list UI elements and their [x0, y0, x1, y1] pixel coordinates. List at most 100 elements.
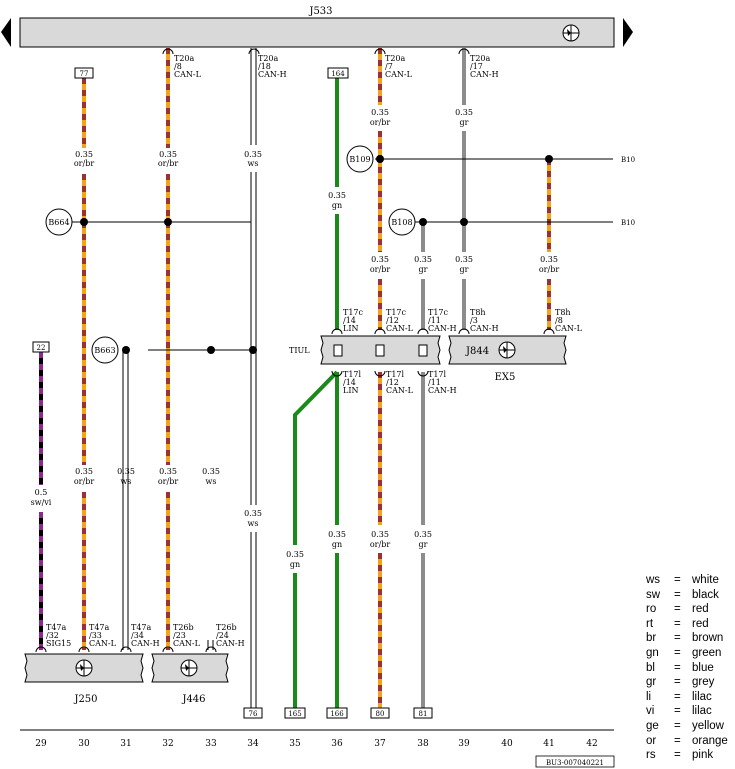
svg-text:38: 38 [417, 739, 429, 749]
svg-text:LIN: LIN [343, 324, 358, 333]
legend-row: ws=white [646, 574, 719, 586]
legend-row: ro=red [646, 603, 709, 616]
splice-ref-b10-upper: B10 [621, 156, 635, 164]
terminal-boxes: 77 164 22 76 165 166 80 81 [32, 67, 433, 719]
svg-text:/7: /7 [385, 62, 393, 71]
svg-text:0.5: 0.5 [35, 488, 48, 497]
junction-dots [80, 155, 553, 354]
svg-text:T17l: T17l [386, 370, 405, 379]
svg-text:T47a: T47a [131, 623, 152, 632]
connector-t26b-23: T26b /23 CAN-L [173, 623, 201, 648]
svg-text:41: 41 [543, 739, 554, 749]
svg-text:or/br: or/br [74, 477, 94, 486]
svg-text:40: 40 [501, 739, 513, 749]
terminal-164[interactable]: 164 [327, 67, 349, 79]
svg-text:34: 34 [247, 739, 259, 749]
svg-text:166: 166 [330, 710, 344, 718]
tiul-label: TIUL [289, 346, 310, 355]
svg-text:CAN-H: CAN-H [428, 386, 457, 395]
svg-text:T47a: T47a [46, 623, 67, 632]
splice-b109[interactable]: B109 [346, 145, 374, 173]
svg-text:gn: gn [332, 540, 342, 549]
svg-text:/11: /11 [428, 316, 441, 325]
terminal-81[interactable]: 81 [413, 707, 433, 719]
splice-b664[interactable]: B664 [45, 208, 73, 236]
terminal-22[interactable]: 22 [32, 341, 50, 353]
legend-row: li=lilac [646, 690, 712, 703]
svg-text:/8: /8 [174, 62, 182, 71]
control-unit-icon [498, 341, 516, 359]
splice-b108[interactable]: B108 [388, 208, 416, 236]
svg-text:32: 32 [162, 739, 173, 749]
svg-text:/8: /8 [555, 316, 563, 325]
svg-text:0.35: 0.35 [75, 150, 93, 159]
svg-text:0.35: 0.35 [371, 255, 389, 264]
svg-text:36: 36 [331, 739, 343, 749]
column-numbers: 29 30 31 32 33 34 35 36 37 38 39 40 41 4… [35, 739, 597, 749]
j533-module[interactable]: J533 [1, 6, 633, 48]
splice-lines [72, 158, 613, 351]
svg-text:gr: gr [460, 118, 469, 127]
terminal-166[interactable]: 166 [326, 707, 348, 719]
svg-text:or/br: or/br [74, 159, 94, 168]
pin-arcs [35, 48, 555, 653]
svg-text:/12: /12 [386, 378, 399, 387]
svg-text:CAN-H: CAN-H [470, 70, 499, 79]
terminal-76[interactable]: 76 [243, 707, 263, 719]
terminal-77[interactable]: 77 [74, 67, 94, 79]
legend-row: ge=yellow [646, 719, 724, 732]
splice-ref-b10-lower: B10 [621, 219, 635, 227]
svg-text:39: 39 [458, 739, 470, 749]
j844-module[interactable]: J844 EX5 [448, 335, 567, 383]
svg-text:gr: gr [419, 265, 428, 274]
wire-col31 [122, 350, 129, 650]
j446-module[interactable]: J446 [151, 653, 229, 705]
svg-text:CAN-H: CAN-H [216, 639, 245, 648]
svg-text:165: 165 [288, 710, 301, 718]
svg-text:/3: /3 [470, 316, 478, 325]
svg-text:/34: /34 [131, 631, 144, 640]
svg-text:sw/vi: sw/vi [31, 498, 52, 507]
right-arrow-icon [623, 18, 633, 47]
svg-text:or/br: or/br [158, 159, 178, 168]
svg-text:CAN-H: CAN-H [428, 324, 457, 333]
connector-t17c-12: T17c /12 CAN-L [386, 308, 414, 333]
splice-b663[interactable]: B663 [91, 336, 119, 364]
svg-text:CAN-L: CAN-L [386, 386, 414, 395]
j250-module[interactable]: J250 [24, 653, 144, 705]
svg-text:B108: B108 [391, 218, 412, 227]
connector-t20a-18: T20a /18 CAN-H [258, 54, 287, 79]
wire-col35 [293, 370, 339, 708]
svg-text:CAN-L: CAN-L [173, 639, 201, 648]
control-unit-icon [562, 24, 580, 42]
svg-text:0.35: 0.35 [328, 191, 346, 200]
svg-text:T17l: T17l [343, 370, 362, 379]
connector-t17c-14: T17c /14 LIN [343, 308, 364, 333]
svg-text:42: 42 [586, 739, 597, 749]
terminal-165[interactable]: 165 [284, 707, 306, 719]
svg-text:CAN-L: CAN-L [89, 639, 117, 648]
terminal-80[interactable]: 80 [370, 707, 390, 719]
svg-text:LIN: LIN [343, 386, 358, 395]
svg-text:0.35: 0.35 [455, 255, 473, 264]
j844-label: J844 [465, 346, 489, 357]
left-arrow-icon [1, 18, 11, 47]
tiul-connector[interactable]: TIUL [289, 335, 441, 365]
connector-t47a-34: T47a /34 CAN-H [131, 623, 160, 648]
legend-row: gn=green [646, 646, 722, 659]
svg-text:T17c: T17c [428, 308, 449, 317]
svg-text:T20a: T20a [174, 54, 195, 63]
